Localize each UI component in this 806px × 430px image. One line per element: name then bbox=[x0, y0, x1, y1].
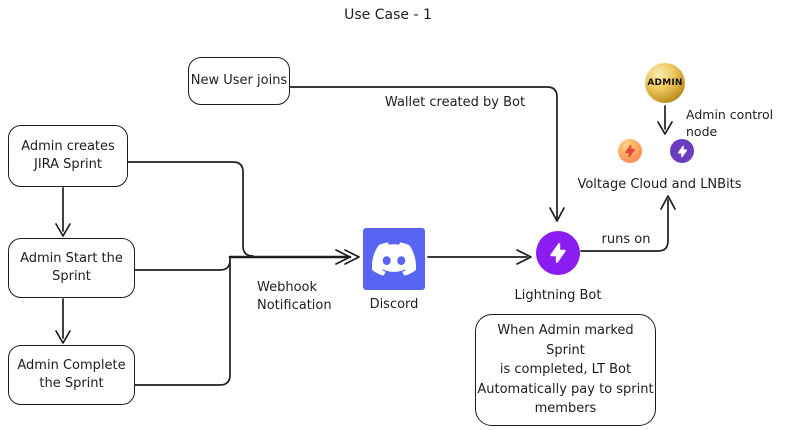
note-auto-payment: When Admin marked Sprint is completed, L… bbox=[475, 314, 656, 426]
arrowhead-webhook-2 bbox=[344, 249, 360, 265]
discord-icon bbox=[363, 228, 425, 290]
voltage-cloud-icon bbox=[618, 139, 642, 163]
webhook-notification-label: Webhook Notification bbox=[257, 280, 332, 313]
discord-label: Discord bbox=[369, 297, 419, 312]
arrowhead-webhook-1 bbox=[335, 249, 351, 265]
node-admin-start-sprint: Admin Start the Sprint bbox=[8, 238, 135, 298]
voltage-bolt-icon bbox=[625, 144, 635, 158]
edge-start-to-merge bbox=[134, 256, 231, 271]
discord-logo-glyph bbox=[372, 242, 416, 276]
runs-on-label: runs on bbox=[601, 232, 651, 247]
lightning-bolt-icon bbox=[550, 243, 566, 263]
arrowhead-start-to-complete bbox=[55, 330, 71, 344]
edge-complete-to-merge bbox=[134, 261, 231, 386]
node-admin-complete-sprint: Admin Complete the Sprint bbox=[8, 345, 135, 405]
edge-wallet-created bbox=[289, 86, 558, 219]
node-new-user-joins: New User joins bbox=[188, 57, 290, 105]
wallet-created-label: Wallet created by Bot bbox=[384, 95, 526, 110]
lnbits-icon bbox=[670, 139, 694, 163]
arrowhead-creates-to-start bbox=[55, 223, 71, 237]
edge-runs-on bbox=[580, 199, 669, 252]
admin-control-node-label: Admin control node bbox=[686, 107, 774, 139]
voltage-lnbits-label: Voltage Cloud and LNBits bbox=[577, 177, 742, 192]
node-admin-creates-jira-sprint: Admin creates JIRA Sprint bbox=[8, 125, 128, 187]
admin-coin-icon: ADMIN bbox=[645, 63, 685, 103]
edge-jira-to-merge bbox=[127, 161, 254, 257]
lightning-bot-label: Lightning Bot bbox=[514, 288, 602, 303]
arrowhead-admin-control-down bbox=[657, 121, 673, 135]
arrowhead-wallet-down bbox=[549, 207, 565, 222]
lnbits-bolt-icon bbox=[677, 145, 687, 157]
diagram-title: Use Case - 1 bbox=[344, 7, 432, 23]
arrowhead-runs-on-up bbox=[660, 195, 676, 210]
lightning-bot-icon bbox=[536, 231, 580, 275]
arrowhead-discord-to-bot bbox=[516, 249, 532, 265]
